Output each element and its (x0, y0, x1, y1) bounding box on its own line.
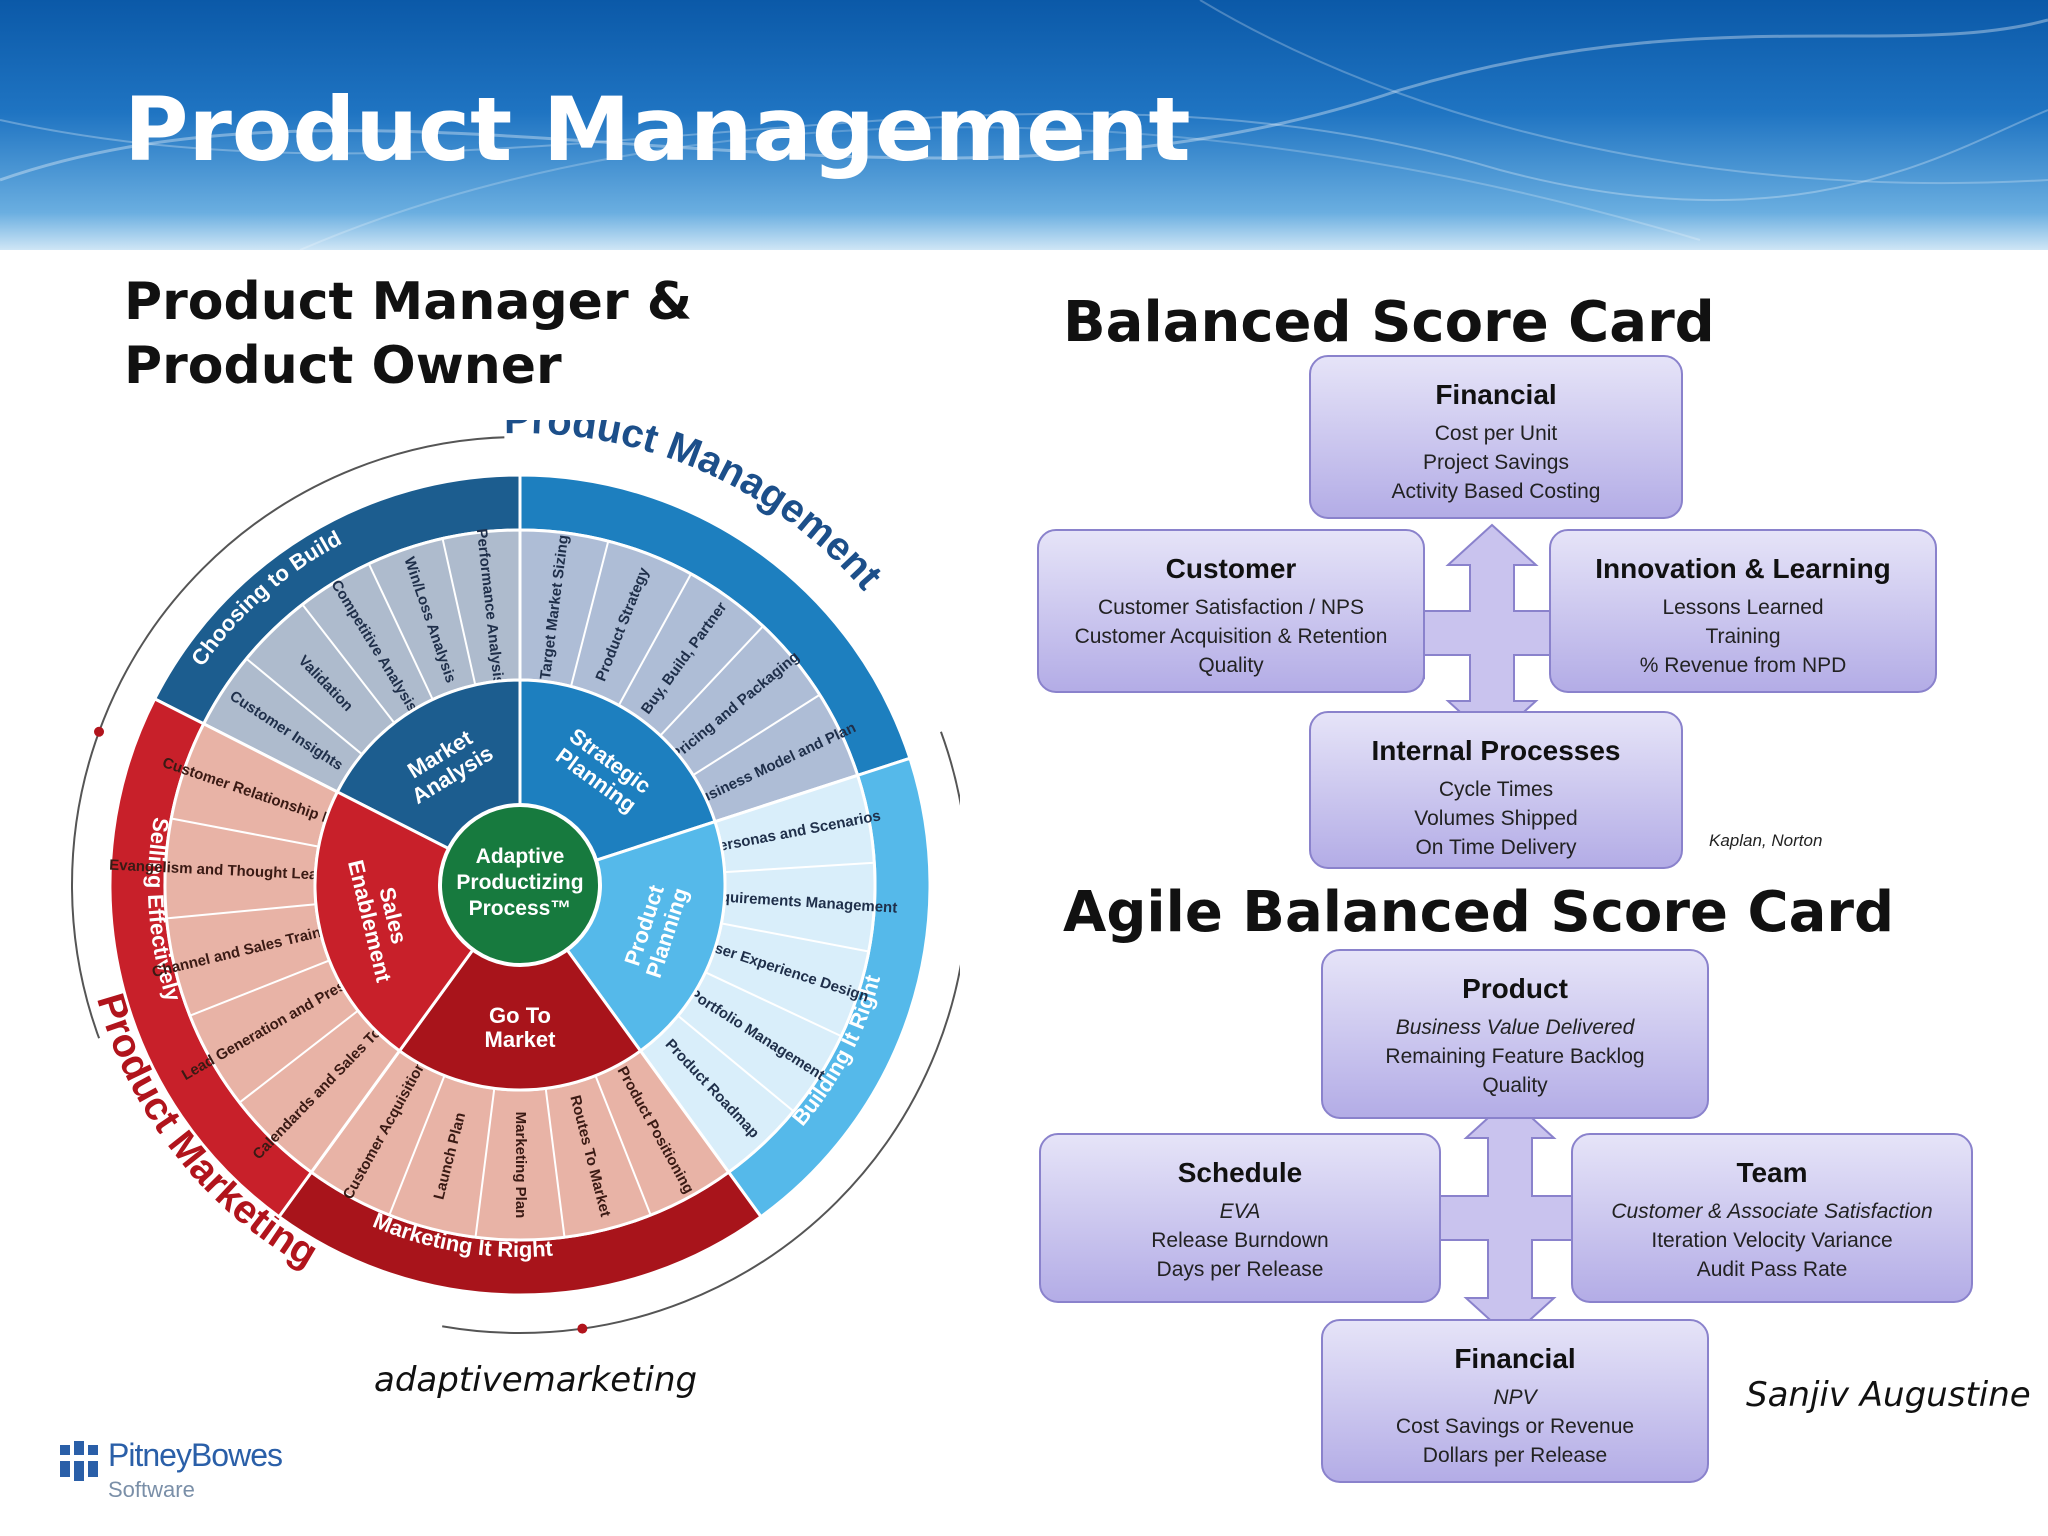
pitney-bowes-icon (60, 1441, 98, 1481)
spoke-divider (721, 922, 869, 953)
bsc-credit: Kaplan, Norton (1709, 831, 1822, 850)
bsc-customer-box-line: Customer Satisfaction / NPS (1098, 596, 1364, 619)
spoke-divider (570, 540, 610, 687)
title-banner: Product Management (0, 0, 2048, 250)
agile-schedule-box-line: EVA (1220, 1200, 1261, 1223)
left-heading: Product Manager & Product Owner (124, 270, 692, 398)
bsc-innovation-box-frame (1549, 529, 1937, 693)
bsc-customer-box-line: Quality (1198, 654, 1264, 677)
agile-team-box-line: Customer & Associate Satisfaction (1611, 1200, 1932, 1223)
agile-bsc-heading: Agile Balanced Score Card (1063, 880, 1895, 945)
spoke-divider (677, 1014, 795, 1113)
agile-product-box-frame (1321, 949, 1709, 1119)
bsc-financial-box-frame (1309, 355, 1683, 519)
agile-bsc-cross-arrows (1388, 1096, 1632, 1340)
spoke-divider (544, 1088, 566, 1238)
wheel-label-gap (92, 1035, 444, 1334)
spoke-divider (724, 861, 875, 874)
agile-team-box-frame (1571, 1133, 1973, 1303)
bsc-financial-box-line: Activity Based Costing (1392, 480, 1601, 503)
spoke-divider (441, 538, 477, 686)
agile-financial-box-line: Cost Savings or Revenue (1396, 1415, 1634, 1438)
spoke-divider (474, 1088, 496, 1238)
spoke-divider (705, 971, 842, 1038)
outer-arc-arrowhead (577, 1323, 588, 1334)
spoke-divider (238, 1009, 359, 1104)
bsc-customer-box-title: Customer (1166, 553, 1297, 584)
bsc-internal-processes-box-title: Internal Processes (1371, 735, 1620, 766)
agile-team-box-title: Team (1736, 1157, 1807, 1188)
bsc-financial-box-line: Cost per Unit (1435, 422, 1558, 445)
bsc-internal-processes-box-line: On Time Delivery (1415, 836, 1577, 859)
spoke-divider (659, 625, 764, 737)
agile-financial-box-line: NPV (1493, 1386, 1538, 1409)
agile-team-box-line: Iteration Velocity Variance (1651, 1229, 1892, 1252)
agile-schedule-box-frame (1039, 1133, 1441, 1303)
spoke-divider (692, 693, 821, 776)
bsc-cross-arrows (1382, 523, 1602, 743)
bsc-internal-processes-box-line: Cycle Times (1439, 778, 1553, 801)
agile-product-box-line: Quality (1482, 1074, 1548, 1097)
bsc-innovation-box-line: % Revenue from NPD (1640, 654, 1847, 677)
logo-name: PitneyBowes (108, 1437, 283, 1473)
spoke-divider (245, 657, 363, 756)
agile-product-box-line: Remaining Feature Backlog (1385, 1045, 1644, 1068)
bsc-financial-box-line: Project Savings (1423, 451, 1569, 474)
spoke-label-marketing-plan: Marketing Plan (512, 1112, 529, 1219)
agile-financial-box-line: Dollars per Release (1423, 1444, 1607, 1467)
spoke-divider (617, 573, 692, 706)
center-circle (442, 807, 598, 963)
page-title: Product Management (124, 78, 1191, 181)
bsc-customer-box-frame (1037, 529, 1425, 693)
agile-financial-box-title: Financial (1454, 1343, 1575, 1374)
bsc-internal-processes-box-line: Volumes Shipped (1414, 807, 1577, 830)
wheel-label-gap (504, 430, 948, 735)
agile-financial-box-frame (1321, 1319, 1709, 1483)
bsc-innovation-box-title: Innovation & Learning (1595, 553, 1891, 584)
left-heading-line2: Product Owner (124, 336, 562, 396)
agile-product-box-title: Product (1462, 973, 1568, 1004)
banner-swoosh-graphic (0, 0, 2048, 250)
bsc-heading: Balanced Score Card (1063, 290, 1715, 355)
left-heading-line1: Product Manager & (124, 272, 693, 332)
spoke-divider (367, 563, 434, 700)
bsc-customer-box-line: Customer Acquisition & Retention (1075, 625, 1388, 648)
agile-schedule-box-line: Days per Release (1157, 1258, 1324, 1281)
spoke-divider (594, 1075, 652, 1216)
logo-subtitle: Software (108, 1477, 195, 1502)
pitney-bowes-logo: PitneyBowes Software (58, 1435, 308, 1505)
spoke-divider (171, 817, 319, 848)
agile-schedule-box-title: Schedule (1178, 1157, 1302, 1188)
bsc-financial-box-title: Financial (1435, 379, 1556, 410)
spoke-divider (189, 959, 330, 1017)
bsc-internal-processes-box-frame (1309, 711, 1683, 869)
agile-bsc-credit: Sanjiv Augustine (1746, 1375, 2031, 1415)
spoke-divider (301, 603, 396, 724)
spoke-divider (388, 1075, 446, 1216)
agile-schedule-box-line: Release Burndown (1151, 1229, 1328, 1252)
spoke-divider (166, 903, 317, 920)
agile-team-box-line: Audit Pass Rate (1697, 1258, 1848, 1281)
wheel-credit: adaptivemarketing (374, 1360, 698, 1400)
agile-product-box-line: Business Value Delivered (1396, 1016, 1636, 1039)
bsc-innovation-box-line: Training (1705, 625, 1780, 648)
outer-arc-arrowhead (94, 726, 105, 737)
bsc-innovation-box-line: Lessons Learned (1662, 596, 1823, 619)
